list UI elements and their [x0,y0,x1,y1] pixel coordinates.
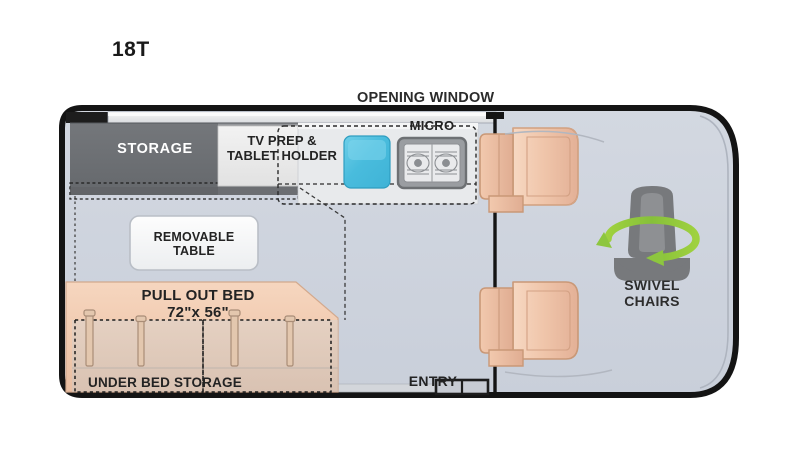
swivel-chair-icon [596,186,700,281]
page-title: 18T [112,38,150,61]
swivel-arrow-icon [596,216,700,266]
opening-window [66,111,497,124]
bed-support-posts [83,309,296,367]
captain-chair-icon [479,281,579,367]
dash-outline [504,130,613,378]
removable-table [129,215,259,271]
pull-out-bed [65,281,339,393]
sink-icon [343,135,391,189]
opening-window-label: OPENING WINDOW [357,90,495,106]
cooktop-icon [396,136,468,190]
captain-chair-icon [479,127,579,213]
